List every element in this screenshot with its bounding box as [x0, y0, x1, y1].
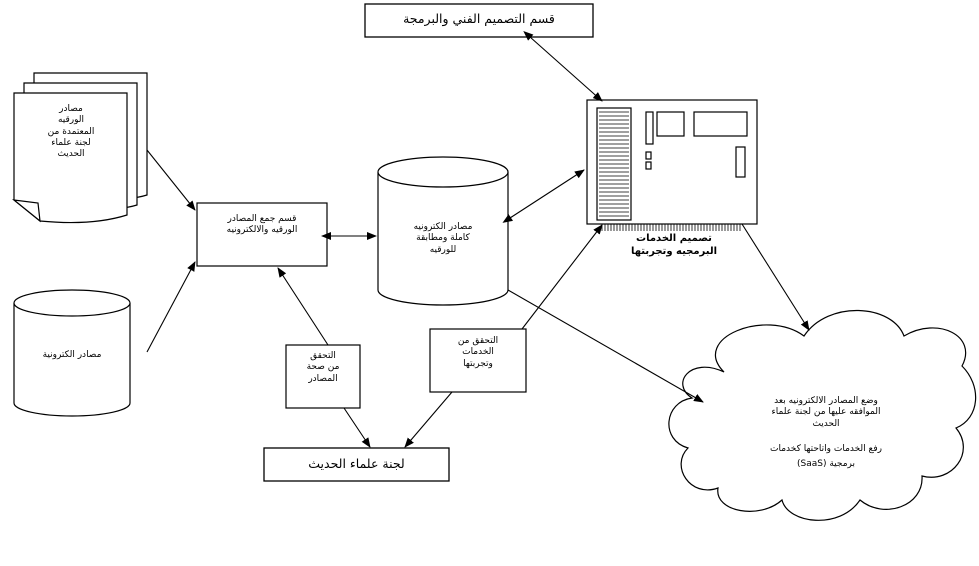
- paper-sources-line-3: المعتمدة من: [47, 126, 95, 137]
- paper-sources-line-1: مصادر: [59, 104, 83, 114]
- electronic-sources-cylinder: [13, 289, 131, 417]
- hadith-committee-label: لجنة علماء الحديث: [308, 456, 405, 471]
- cloud-label: وضع المصادر الالكترونيه بعد الموافقه علي…: [706, 396, 946, 470]
- complete-sources-line-3: للورقيه: [429, 244, 457, 255]
- verify-sources-line-3: المصادر: [308, 373, 338, 384]
- complete-sources-line-1: مصادر الكترونيه: [413, 222, 473, 232]
- paper-sources-shape: [11, 72, 148, 224]
- complete-sources-cylinder: [377, 156, 509, 306]
- server-board-icon: [586, 99, 758, 231]
- paper-sources-label: مصادر الورقيه المعتمدة من لجنة علماء الح…: [20, 104, 122, 160]
- verify-services-line-2: الخدمات: [462, 347, 494, 358]
- cloud-line-4: رفع الخدمات واتاحتها كخدمات: [770, 443, 882, 454]
- electronic-sources-label: مصادر الكترونية: [42, 350, 102, 360]
- verify-services-line-1: التحقق من: [457, 336, 499, 346]
- verify-sources-line-1: التحقق: [310, 351, 336, 361]
- collection-dept-line-1: قسم جمع المصادر: [227, 214, 297, 224]
- connector-arrows: [146, 31, 810, 448]
- collection-dept-label: قسم جمع المصادر الورقيه والالكترونيه: [198, 214, 326, 237]
- paper-sources-line-4: لجنة علماء: [51, 137, 91, 148]
- cloud-shape: [668, 309, 977, 521]
- cloud-line-1: وضع المصادر الالكترونيه بعد: [774, 396, 878, 406]
- paper-sources-line-2: الورقيه: [57, 115, 85, 126]
- cloud-line-3: الحديث: [812, 418, 840, 429]
- complete-sources-line-2: كاملة ومطابقة: [416, 233, 470, 244]
- collection-dept-box: [196, 202, 328, 267]
- verify-sources-line-2: من صحة: [306, 362, 340, 373]
- services-design-line-1: تصميم الخدمات: [636, 233, 712, 244]
- verify-services-line-3: وتجربتها: [463, 358, 493, 369]
- collection-dept-line-2: الورقيه والالكترونيه: [226, 225, 298, 236]
- services-design-line-2: البرمجيه وتجربتها: [630, 245, 718, 257]
- paper-sources-line-5: الحديث: [57, 149, 85, 159]
- cloud-line-2: الموافقه عليها من لجنة علماء: [771, 407, 881, 418]
- cloud-line-5: برمجية (SaaS): [797, 459, 855, 469]
- verify-services-box: [429, 328, 527, 393]
- design-dept-label: قسم التصميم الفني والبرمجة: [403, 11, 555, 26]
- verify-sources-box: [285, 344, 361, 409]
- services-design-label: تصميم الخدمات البرمجيه وتجربتها: [600, 233, 748, 258]
- verify-sources-label: التحقق من صحة المصادر: [287, 351, 359, 385]
- complete-sources-label: مصادر الكترونيه كاملة ومطابقة للورقيه: [380, 222, 506, 256]
- hadith-committee-box: [263, 447, 450, 482]
- verify-services-label: التحقق من الخدمات وتجربتها: [431, 336, 525, 370]
